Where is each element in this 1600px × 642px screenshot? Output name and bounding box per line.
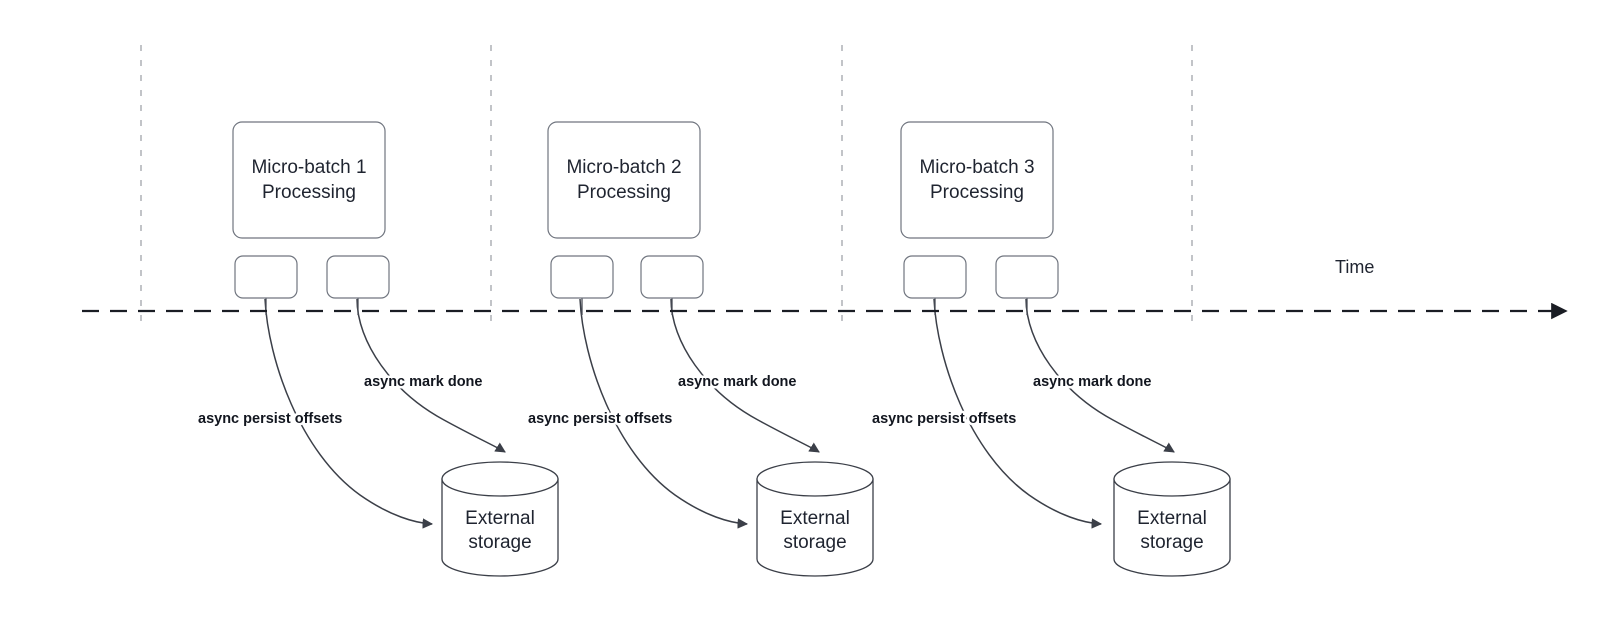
edge-persist-offsets-1 <box>264 298 434 529</box>
flow-edges-group <box>264 298 1175 529</box>
external-storage-group: External storage External storage External st… <box>441 461 1231 577</box>
edge-mark-done-3 <box>1025 298 1175 453</box>
batch-3-task-persist[interactable] <box>903 255 967 299</box>
time-axis-label: Time <box>1335 257 1374 277</box>
external-storage-2: External storage <box>756 461 874 577</box>
micro-batch-1-rect[interactable] <box>232 121 386 239</box>
micro-batch-3-label-line2: Processing <box>930 182 1024 203</box>
edge-mark-done-1 <box>356 298 506 453</box>
storage-label-line2: storage <box>1140 532 1203 553</box>
external-storage-1: External storage <box>441 461 559 577</box>
edge-persist-offsets-2-label: async persist offsets <box>528 411 672 427</box>
edge-persist-offsets-3-label: async persist offsets <box>872 411 1016 427</box>
edge-persist-offsets-2 <box>579 298 749 529</box>
batch-boxes-group: Micro-batch 1 Processing Micro-batch 2 Proc… <box>232 121 1059 299</box>
edge-mark-done-2-label: async mark done <box>678 374 796 390</box>
tick-lines-group <box>140 45 1193 322</box>
edge-persist-offsets-1-label: async persist offsets <box>198 411 342 427</box>
micro-batch-3-label-line1: Micro-batch 3 <box>919 157 1034 178</box>
storage-label-line1: External <box>780 508 850 529</box>
storage-cylinder-body <box>441 478 559 577</box>
batch-3-task-mark[interactable] <box>995 255 1059 299</box>
edge-labels-group: async persist offsets async persist offse… <box>196 372 1154 430</box>
edge-mark-done-3-label-halo: async mark done <box>1033 374 1151 390</box>
edge-persist-offsets-2-label-halo: async persist offsets <box>528 411 672 427</box>
edge-mark-done-1-label-halo: async mark done <box>364 374 482 390</box>
edge-mark-done-3-label: async mark done <box>1033 374 1151 390</box>
batch-2-task-mark[interactable] <box>640 255 704 299</box>
storage-label-line1: External <box>465 508 535 529</box>
storage-label-line2: storage <box>468 532 531 553</box>
edge-persist-offsets-3-label-halo: async persist offsets <box>872 411 1016 427</box>
micro-batch-3[interactable]: Micro-batch 3 Processing <box>900 121 1054 239</box>
storage-cylinder-body <box>756 478 874 577</box>
micro-batch-1-label-line2: Processing <box>262 182 356 203</box>
micro-batch-2-label-line1: Micro-batch 2 <box>566 157 681 178</box>
micro-batch-2-label-line2: Processing <box>577 182 671 203</box>
micro-batch-3-rect[interactable] <box>900 121 1054 239</box>
micro-batch-1[interactable]: Micro-batch 1 Processing <box>232 121 386 239</box>
edge-mark-done-1-label: async mark done <box>364 374 482 390</box>
micro-batch-1-label-line1: Micro-batch 1 <box>251 157 366 178</box>
micro-batch-2-rect[interactable] <box>547 121 701 239</box>
storage-label-line1: External <box>1137 508 1207 529</box>
storage-cylinder-top <box>756 461 874 497</box>
edge-persist-offsets-3 <box>933 298 1103 529</box>
time-axis: Time <box>82 257 1568 320</box>
batch-1-task-mark[interactable] <box>326 255 390 299</box>
edge-mark-done-2 <box>670 298 820 453</box>
micro-batch-2[interactable]: Micro-batch 2 Processing <box>547 121 701 239</box>
edge-mark-done-2-label-halo: async mark done <box>678 374 796 390</box>
storage-label-line2: storage <box>783 532 846 553</box>
storage-cylinder-body <box>1113 478 1231 577</box>
batch-1-task-persist[interactable] <box>234 255 298 299</box>
external-storage-3: External storage <box>1113 461 1231 577</box>
edge-persist-offsets-1-label-halo: async persist offsets <box>198 411 342 427</box>
storage-cylinder-top <box>441 461 559 497</box>
batch-2-task-persist[interactable] <box>550 255 614 299</box>
storage-cylinder-top <box>1113 461 1231 497</box>
